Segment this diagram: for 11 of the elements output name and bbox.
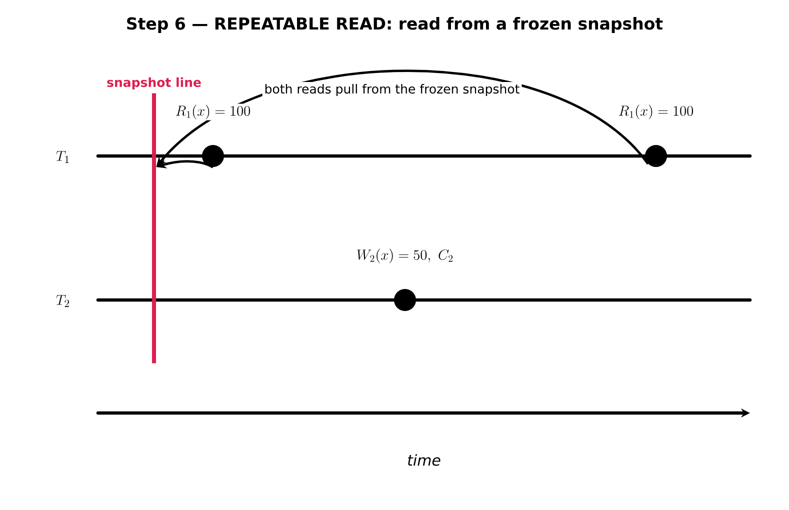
event-label: $R_1(x) = 100$ (617, 104, 695, 120)
event-dot (645, 145, 667, 167)
event-label: $W_2(x) = 50,\ C_2$ (355, 248, 455, 264)
axis-label: time (408, 454, 440, 466)
title: Step 6 — REPEATABLE READ: read from a frozen snapshot (127, 17, 663, 33)
timeline-label: $T_1$ (56, 151, 69, 163)
event-label: $R_1(x) = 100$ (174, 104, 252, 120)
timeline-label: $T_2$ (56, 295, 70, 307)
note: both reads pull from the frozen snapshot (262, 82, 522, 98)
event-dot (394, 289, 416, 311)
event-dot (202, 145, 224, 167)
